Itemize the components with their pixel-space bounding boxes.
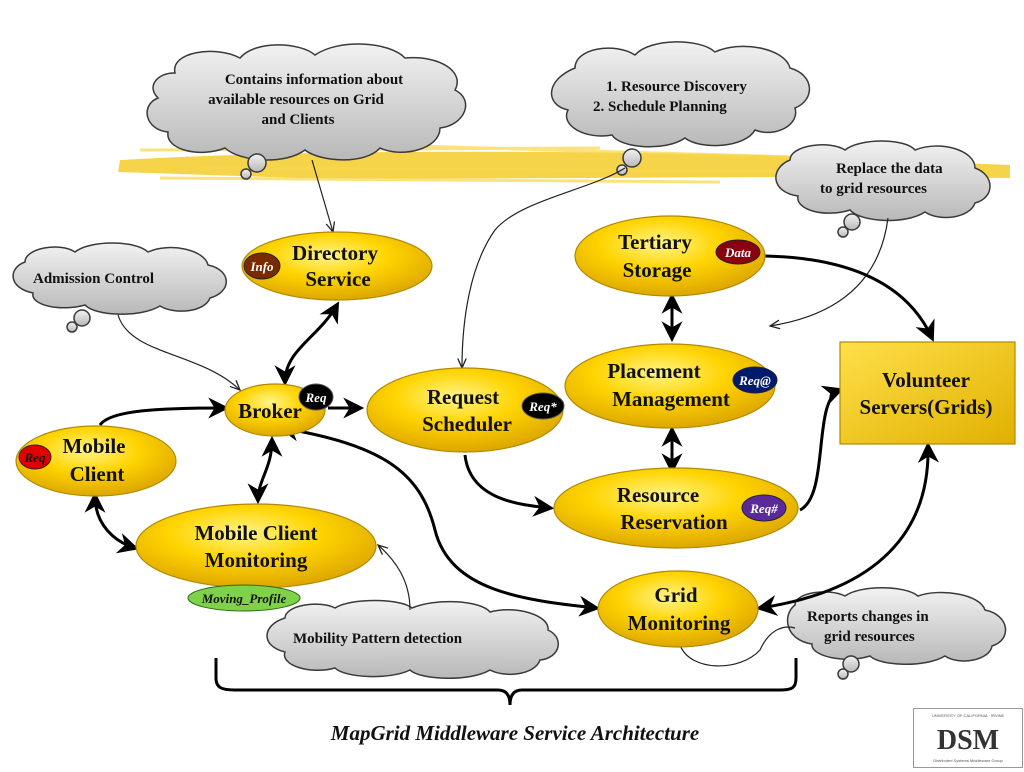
cloud-scheduler-line-1: 1. Resource Discovery: [606, 79, 747, 95]
reservation-line-1: Resource: [617, 483, 699, 507]
cloud-reports-line-1: Reports changes in: [807, 609, 929, 625]
arrow-scheduler-reservation: [463, 454, 555, 517]
volunteer-line-1: Volunteer: [882, 368, 970, 392]
cloud-reports-changes: Reports changes in grid resources: [786, 587, 1007, 680]
cloud-replace-line-1: Replace the data: [836, 161, 943, 177]
tertiary-line-2: Storage: [623, 258, 692, 282]
cloud-mobility-text: Mobility Pattern detection: [293, 631, 463, 647]
node-request-scheduler[interactable]: Request Scheduler: [366, 367, 564, 453]
badge-moving-profile: Moving_Profile: [187, 584, 301, 612]
reservation-line-2: Reservation: [620, 510, 728, 534]
arrow-client-mcm: [84, 491, 140, 554]
badge-req-at: Req@: [732, 366, 778, 394]
cloud-directory-line-1: Contains information about: [225, 72, 403, 88]
arrow-broker-mcm: [247, 435, 283, 505]
node-mobile-client[interactable]: Mobile Client: [15, 425, 177, 497]
arrow-broker-directory: [274, 301, 340, 387]
mcm-line-2: Monitoring: [205, 548, 308, 572]
cloud-reports-line-2: grid resources: [824, 629, 915, 645]
badge-data-text: Data: [724, 245, 752, 260]
cloud-admission-control: Admission Control: [12, 242, 227, 333]
cloud-replace-data: Replace the data to grid resources: [775, 140, 991, 238]
cloud-directory-line-3: and Clients: [262, 112, 335, 128]
volunteer-line-2: Servers(Grids): [860, 395, 993, 419]
gridmon-line-1: Grid: [654, 583, 697, 607]
cloud-admission-text: Admission Control: [33, 271, 154, 287]
node-tertiary-storage[interactable]: Tertiary Storage: [574, 215, 766, 297]
logo-bottom-line: Distributed Systems Middleware Group: [933, 758, 1003, 763]
cloud-directory-line-2: available resources on Grid: [208, 92, 384, 108]
cloud-directory-info: Contains information about available res…: [146, 43, 467, 180]
badge-req-star: Req*: [521, 392, 565, 420]
directory-line-1: Directory: [292, 241, 378, 265]
node-volunteer-servers[interactable]: Volunteer Servers(Grids): [839, 341, 1016, 445]
diagram-caption: MapGrid Middleware Service Architecture: [330, 721, 699, 745]
cloud-mobility-pattern: Mobility Pattern detection: [266, 599, 559, 679]
request-line-1: Request: [427, 385, 499, 409]
badge-req-hash: Req#: [741, 494, 787, 522]
broker-label: Broker: [238, 399, 302, 423]
node-grid-monitoring[interactable]: Grid Monitoring: [597, 570, 759, 648]
connector-directory-cloud: [311, 159, 333, 232]
request-line-2: Scheduler: [422, 412, 512, 436]
badge-req-broker: Req: [298, 383, 334, 411]
dsm-logo: UNIVERSITY OF CALIFORNIA · IRVINE DSM Di…: [913, 708, 1023, 768]
badge-info-text: Info: [249, 259, 274, 274]
badge-req-star-text: Req*: [528, 399, 557, 414]
gridmon-line-2: Monitoring: [628, 611, 731, 635]
connector-reports-cloud: [679, 626, 796, 667]
connector-scheduler-cloud: [462, 167, 626, 368]
node-mobile-client-monitoring[interactable]: Mobile Client Monitoring: [135, 503, 377, 589]
badge-data: Data: [715, 239, 761, 265]
cloud-replace-line-2: to grid resources: [820, 181, 927, 197]
arrow-broker-gridmon: [277, 420, 601, 617]
arrow-client-broker: [98, 397, 230, 426]
arrow-reservation-volunteer: [799, 385, 844, 512]
badge-req-broker-text: Req: [305, 390, 327, 405]
tertiary-line-1: Tertiary: [618, 230, 692, 254]
cloud-scheduler-line-2: 2. Schedule Planning: [593, 99, 727, 115]
badge-req-at-text: Req@: [738, 373, 771, 388]
node-placement-management[interactable]: Placement Management: [564, 343, 776, 429]
cloud-scheduler-tasks: 1. Resource Discovery 2. Schedule Planni…: [550, 41, 811, 176]
badge-info: Info: [243, 252, 281, 280]
directory-line-2: Service: [305, 267, 370, 291]
logo-top-line: UNIVERSITY OF CALIFORNIA · IRVINE: [932, 713, 1005, 718]
placement-line-1: Placement: [607, 359, 700, 383]
placement-line-2: Management: [612, 387, 730, 411]
arrow-gridmon-volunteer: [755, 441, 939, 616]
grouping-brace: [214, 658, 798, 706]
badge-req-client: Req: [18, 444, 52, 470]
mcm-line-1: Mobile Client: [194, 521, 317, 545]
node-resource-reservation[interactable]: Resource Reservation: [553, 467, 799, 549]
arrow-tertiary-volunteer: [764, 254, 935, 342]
mobile-client-line-2: Client: [70, 462, 125, 486]
badge-req-hash-text: Req#: [749, 501, 778, 516]
badge-req-client-text: Req: [24, 450, 46, 465]
connector-replace-cloud: [770, 217, 889, 326]
badge-moving-text: Moving_Profile: [201, 591, 287, 606]
logo-mark: DSM: [937, 725, 999, 756]
mobile-client-line-1: Mobile: [63, 434, 126, 458]
connector-admission-cloud: [117, 314, 240, 390]
node-directory-service[interactable]: Directory Service: [241, 231, 433, 301]
